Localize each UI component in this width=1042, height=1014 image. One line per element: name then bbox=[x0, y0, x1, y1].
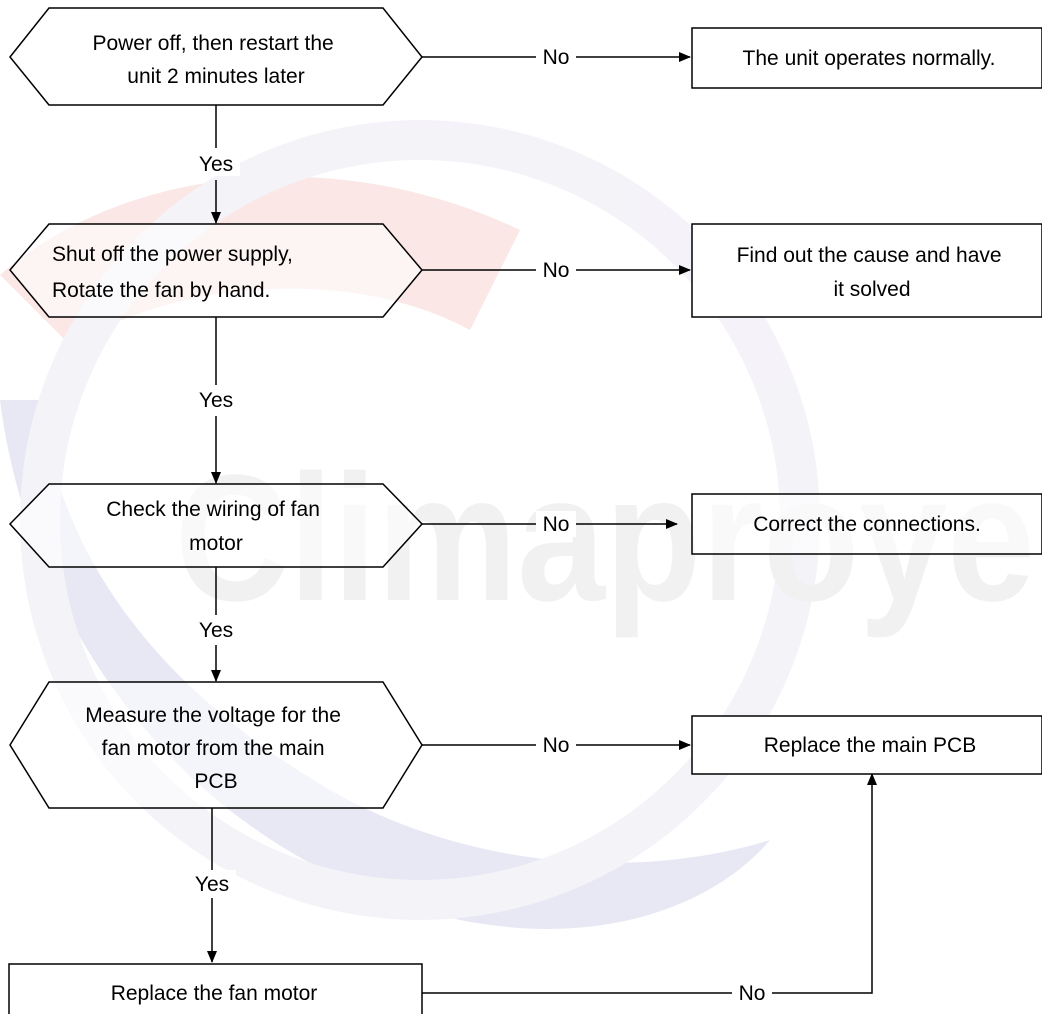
edge-d4-to-a4: No bbox=[422, 732, 691, 758]
edge-label-yes: Yes bbox=[199, 153, 233, 176]
edge-d2-to-d3: Yes bbox=[192, 317, 240, 484]
decision-text: Check the wiring of fan motor bbox=[106, 498, 325, 555]
action-nodes: The unit operates normally. Find out the… bbox=[8, 27, 1042, 1014]
edge-label-yes: Yes bbox=[195, 873, 229, 896]
decision-nodes: Power off, then restart the unit 2 minut… bbox=[8, 7, 424, 809]
action-text: Replace the main PCB bbox=[764, 734, 976, 757]
decision-node-rotate-fan: Shut off the power supply, Rotate the fa… bbox=[9, 223, 423, 318]
edge-label-no: No bbox=[543, 734, 570, 757]
edge-label-no: No bbox=[543, 259, 570, 282]
action-text: The unit operates normally. bbox=[743, 47, 996, 70]
decision-node-measure-voltage: Measure the voltage for the fan motor fr… bbox=[9, 681, 423, 809]
edge-label-no: No bbox=[543, 513, 570, 536]
decision-text: Power off, then restart the unit 2 minut… bbox=[92, 32, 339, 88]
decision-node-check-wiring: Check the wiring of fan motor bbox=[8, 483, 424, 568]
action-text: Find out the cause and have it solved bbox=[737, 244, 1008, 301]
action-node-correct-connections: Correct the connections. bbox=[691, 493, 1042, 555]
action-text: Replace the fan motor bbox=[111, 982, 318, 1005]
edge-d3-to-d4: Yes bbox=[192, 567, 240, 682]
edge-label-yes: Yes bbox=[199, 619, 233, 642]
watermark-blue-arc bbox=[0, 400, 770, 929]
action-node-unit-normal: The unit operates normally. bbox=[691, 27, 1042, 89]
edge-label-no: No bbox=[739, 982, 766, 1005]
action-node-replace-pcb: Replace the main PCB bbox=[691, 715, 1042, 775]
edge-a5-to-a4: No bbox=[422, 773, 877, 1006]
edge-d1-to-a1: No bbox=[422, 44, 691, 70]
action-node-replace-fan-motor: Replace the fan motor bbox=[8, 963, 423, 1014]
edges: No Yes No Yes bbox=[188, 44, 877, 1006]
edge-d4-to-a5: Yes bbox=[188, 808, 236, 963]
action-node-find-cause: Find out the cause and have it solved bbox=[691, 223, 1042, 318]
decision-node-restart: Power off, then restart the unit 2 minut… bbox=[9, 7, 423, 106]
edge-label-no: No bbox=[543, 46, 570, 69]
action-text: Correct the connections. bbox=[753, 513, 981, 536]
edge-d3-to-a3: No bbox=[422, 511, 678, 537]
edge-label-yes: Yes bbox=[199, 389, 233, 412]
decision-text: Shut off the power supply, Rotate the fa… bbox=[52, 243, 299, 302]
decision-text: Measure the voltage for the fan motor fr… bbox=[85, 704, 347, 793]
edge-d1-to-d2: Yes bbox=[192, 105, 240, 224]
edge-d2-to-a2: No bbox=[422, 257, 691, 283]
